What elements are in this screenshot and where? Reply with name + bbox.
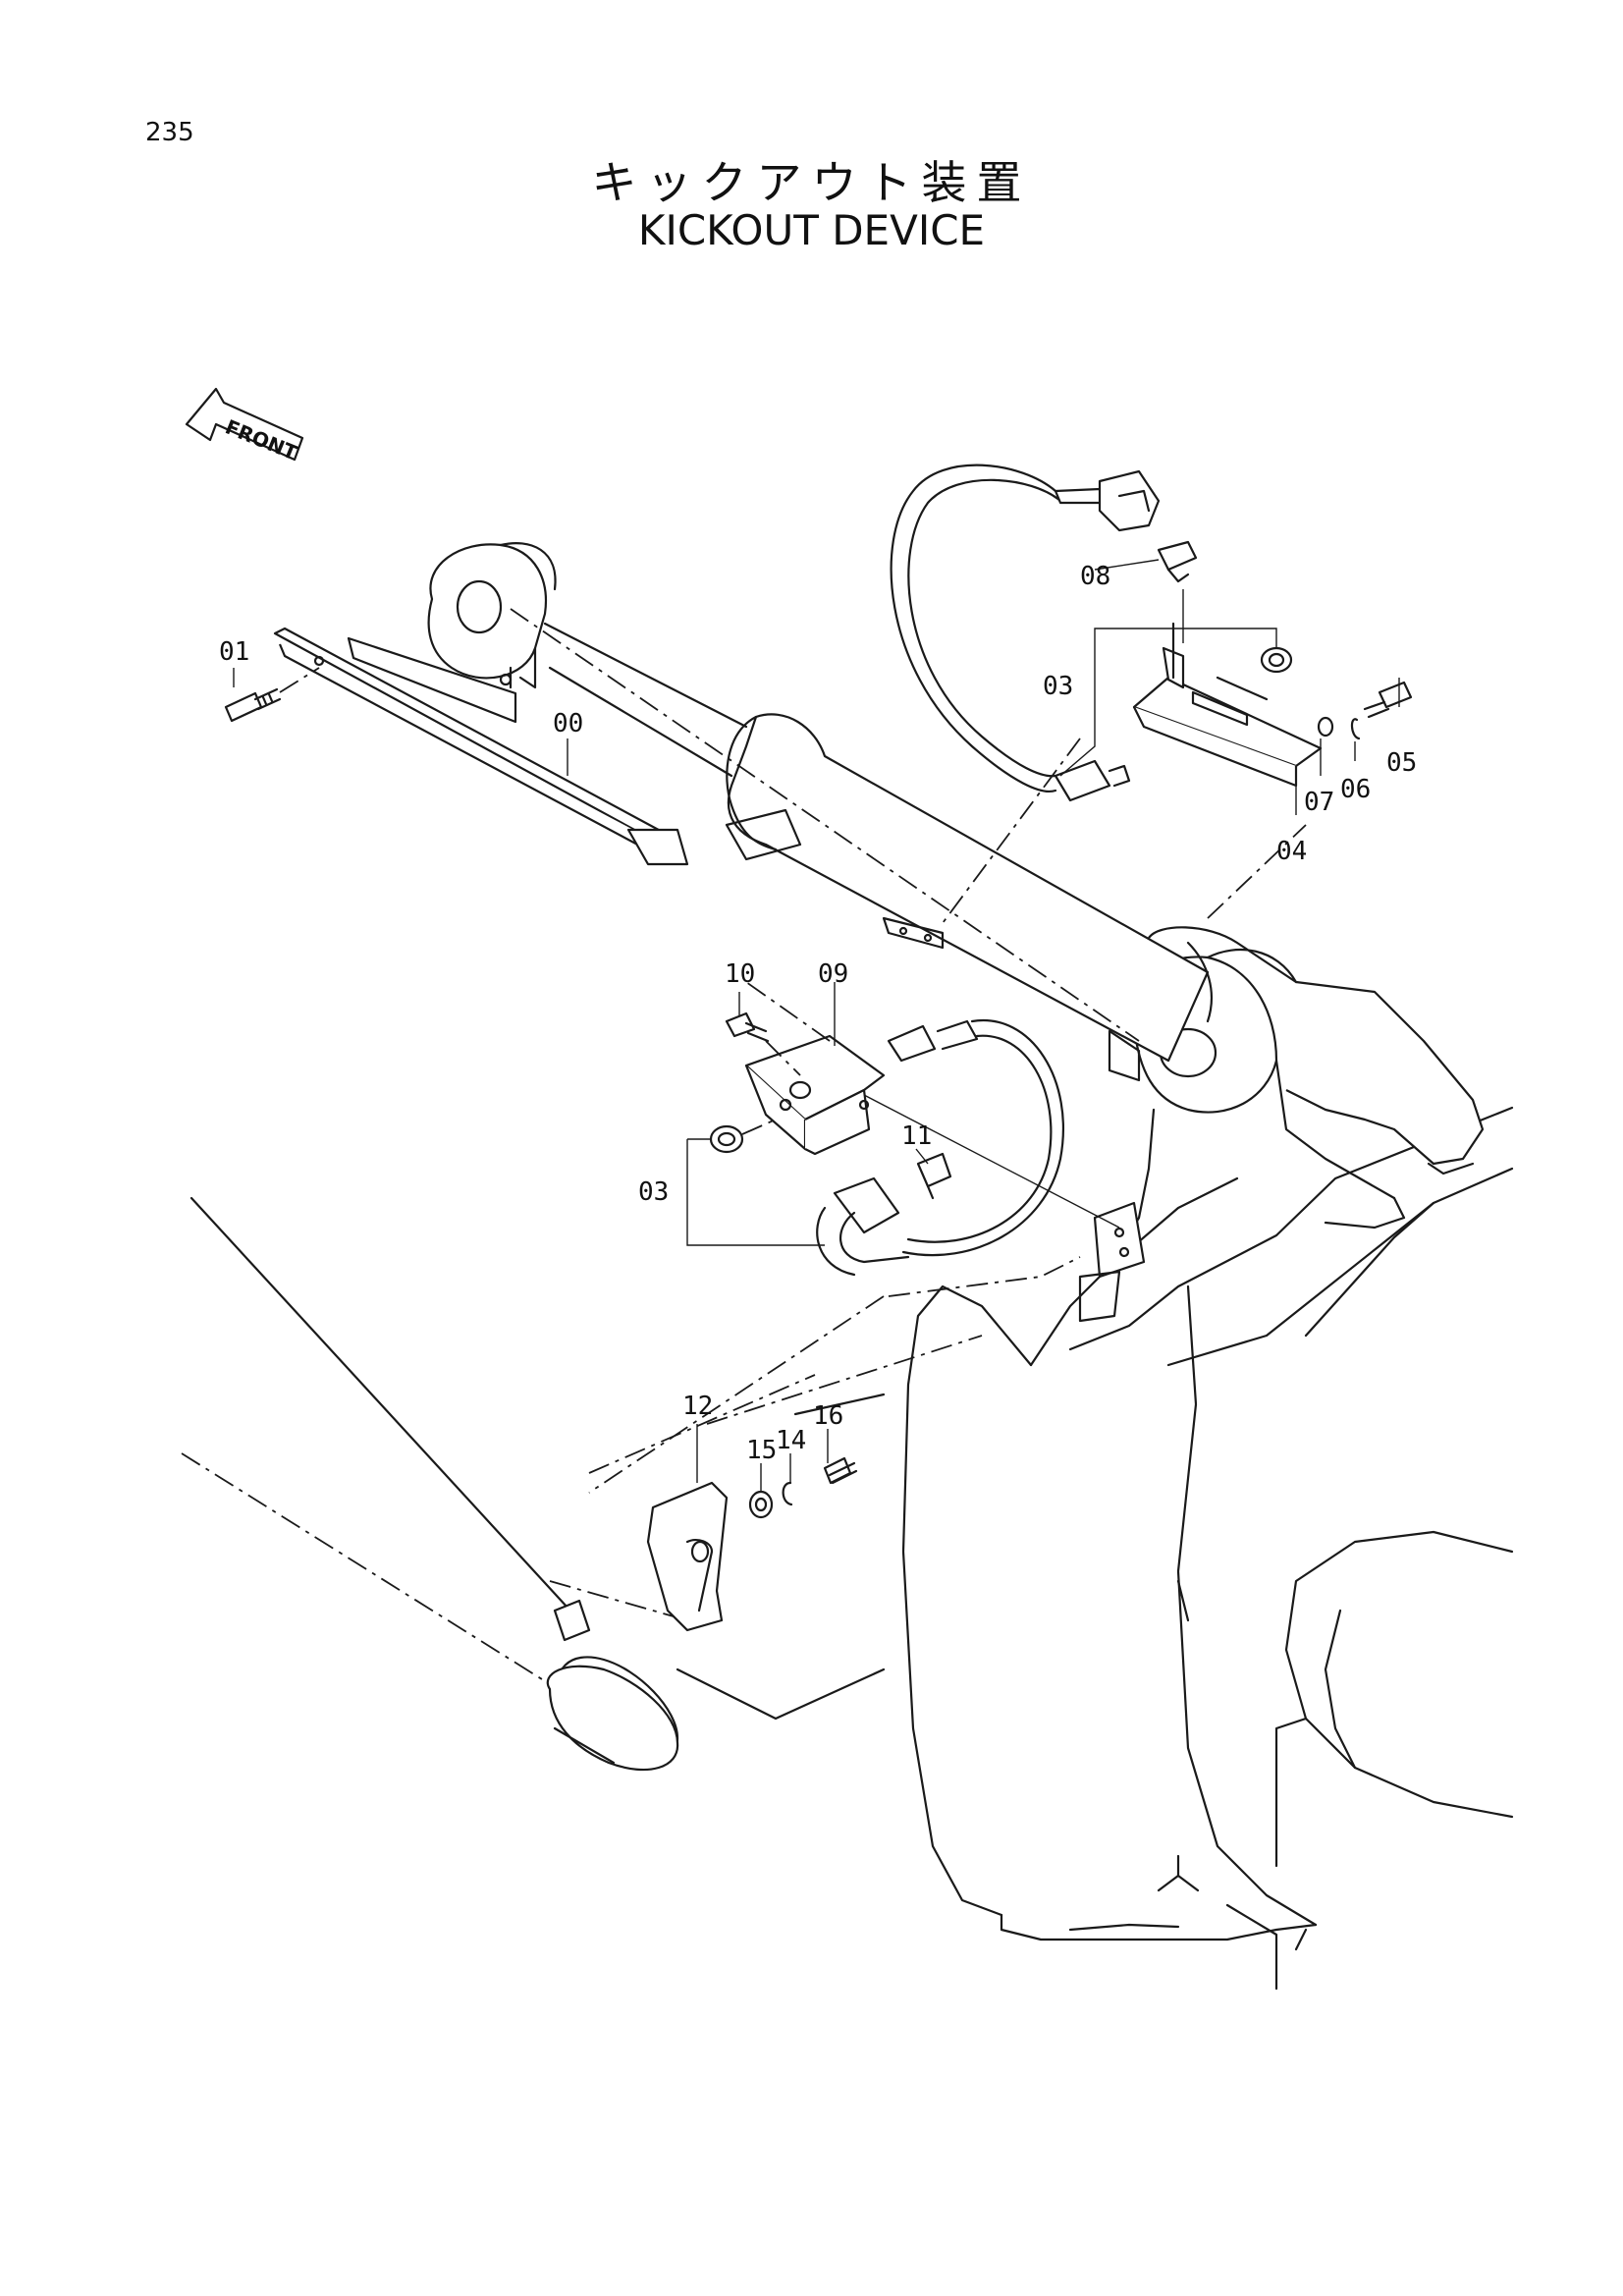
upper-sensor-assembly (890, 464, 1413, 802)
leader-lines (233, 559, 1400, 1493)
callout-03-lower: 03 (638, 1177, 669, 1207)
page-number: 235 (145, 118, 194, 147)
callout-15: 15 (746, 1436, 777, 1465)
hydraulic-cylinder (427, 542, 1213, 1082)
callout-16: 16 (813, 1401, 843, 1431)
part-12-cam-plate (646, 1481, 729, 1632)
callout-00: 00 (553, 709, 583, 738)
callout-09: 09 (818, 959, 848, 989)
callout-14: 14 (776, 1426, 806, 1455)
callout-04: 04 (1276, 837, 1307, 866)
callout-08: 08 (1080, 562, 1110, 591)
callout-05: 05 (1386, 748, 1417, 778)
boom-arm (901, 1106, 1514, 1991)
callout-10: 10 (725, 959, 755, 989)
part-01-bolt (224, 667, 320, 723)
lower-sensor-assembly (709, 981, 1146, 1323)
front-arrow-icon: FRONT (185, 387, 304, 465)
callout-01: 01 (219, 637, 249, 667)
title-english: KICKOUT DEVICE (637, 206, 986, 254)
callout-12: 12 (682, 1392, 713, 1421)
part-00-plate (273, 627, 689, 866)
callout-03-upper: 03 (1043, 672, 1073, 701)
assembly-guide-lines (549, 824, 1307, 1621)
part-14-15-16-fasteners (748, 1456, 858, 1519)
arm-lower-left (181, 1196, 886, 1772)
title-japanese: キックアウト装置 (591, 156, 1032, 209)
callout-11: 11 (901, 1121, 932, 1151)
callout-07: 07 (1304, 788, 1334, 817)
callout-labels: 01 00 08 03 04 05 06 07 10 09 03 11 12 1… (219, 562, 1417, 1465)
callout-06: 06 (1340, 775, 1371, 804)
